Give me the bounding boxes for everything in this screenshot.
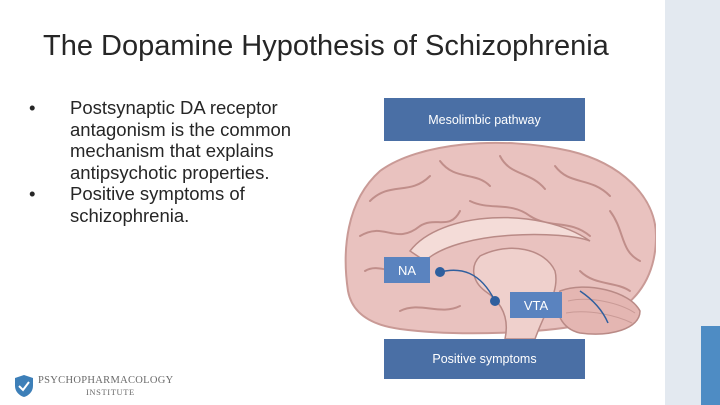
brain-illustration: NA VTA — [340, 141, 656, 339]
bullet-item: Positive symptoms of schizophrenia. — [29, 183, 304, 226]
side-accent — [701, 326, 720, 405]
bullet-list: Postsynaptic DA receptor antagonism is t… — [29, 97, 304, 227]
na-region-label: NA — [398, 263, 416, 278]
vta-region-label: VTA — [524, 298, 549, 313]
logo-name: PSYCHOPHARMACOLOGY — [38, 375, 174, 386]
institute-logo: PSYCHOPHARMACOLOGY INSTITUTE — [14, 372, 194, 402]
bullet-item: Postsynaptic DA receptor antagonism is t… — [29, 97, 304, 183]
positive-symptoms-label: Positive symptoms — [384, 339, 585, 379]
shield-icon — [15, 375, 33, 397]
mesolimbic-pathway-label: Mesolimbic pathway — [384, 98, 585, 141]
logo-subtitle: INSTITUTE — [86, 387, 135, 397]
slide-title: The Dopamine Hypothesis of Schizophrenia — [43, 30, 609, 62]
